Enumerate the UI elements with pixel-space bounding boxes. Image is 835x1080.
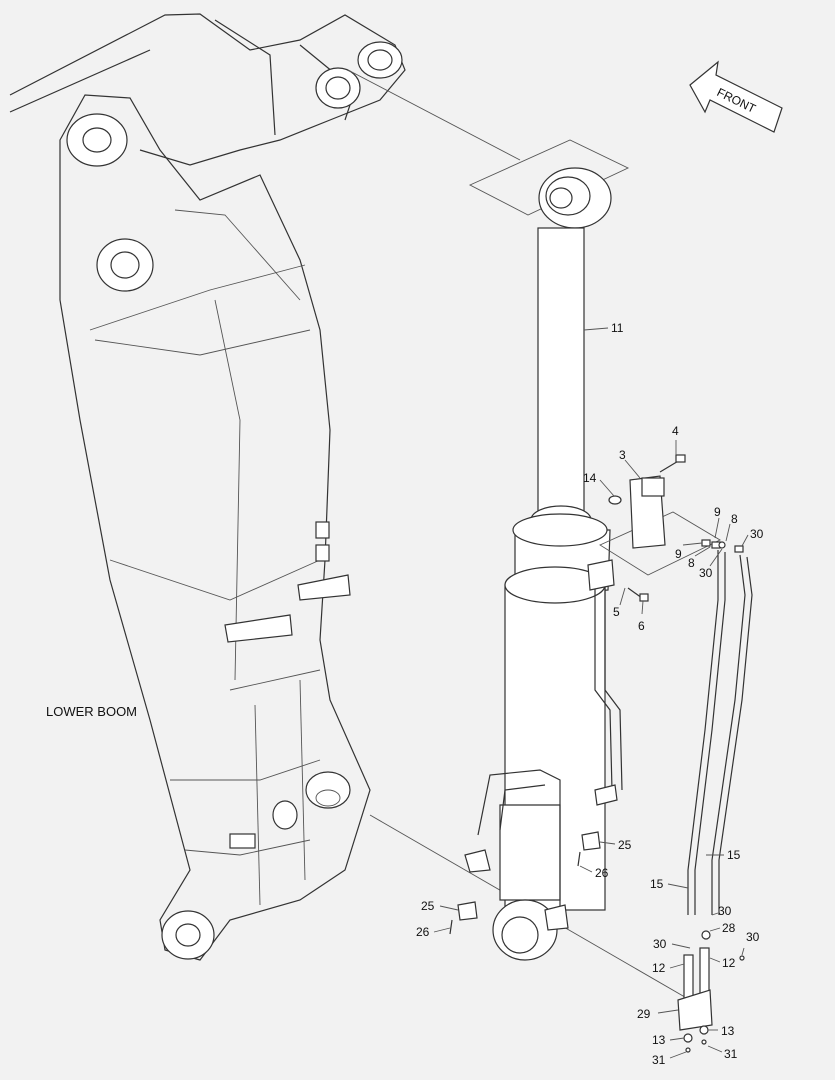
callout-label: 3 [619, 448, 626, 462]
bolt-6 [627, 587, 649, 602]
lower-boom [9, 13, 406, 961]
callout-label: 4 [672, 424, 679, 438]
pin-leader-top [347, 69, 521, 161]
callout-label: 14 [583, 471, 597, 485]
callout-label: 25 [618, 838, 632, 852]
bracket-29 [677, 930, 745, 1053]
lower-boom-label: LOWER BOOM [46, 704, 137, 719]
boom-cylinder [464, 139, 630, 961]
callout-label: 26 [416, 925, 430, 939]
callout-label: 15 [650, 877, 664, 891]
callout-label: 6 [638, 619, 645, 633]
hose-fittings [701, 539, 744, 553]
callout-label: 15 [727, 848, 741, 862]
bolt-4 [659, 454, 686, 473]
callout-label: 30 [750, 527, 764, 541]
callout-label: 30 [699, 566, 713, 580]
callout-label: 8 [688, 556, 695, 570]
callout-label: 11 [611, 321, 624, 335]
callout-label: 13 [721, 1024, 735, 1038]
callout-label: 9 [675, 547, 682, 561]
callout-label: 31 [652, 1053, 666, 1067]
callout-label: 28 [722, 921, 736, 935]
callout-label: 30 [653, 937, 667, 951]
holding-valve [599, 475, 721, 576]
callout-label: 25 [421, 899, 435, 913]
callout-label: 30 [718, 904, 732, 918]
callout-label: 8 [731, 512, 738, 526]
front-direction-arrow [689, 60, 783, 133]
callouts: 11 4 3 14 9 8 30 9 8 30 5 6 25 26 25 26 [416, 321, 764, 1067]
callout-label: 9 [714, 505, 721, 519]
callout-label: 12 [652, 961, 666, 975]
callout-label: 13 [652, 1033, 666, 1047]
callout-label: 30 [746, 930, 760, 944]
hose-15 [687, 550, 753, 915]
callout-label: 29 [637, 1007, 651, 1021]
callout-label: 31 [724, 1047, 738, 1061]
callout-label: 12 [722, 956, 736, 970]
callout-label: 5 [613, 605, 620, 619]
clamp-25-26 [449, 831, 601, 935]
callout-label: 26 [595, 866, 609, 880]
